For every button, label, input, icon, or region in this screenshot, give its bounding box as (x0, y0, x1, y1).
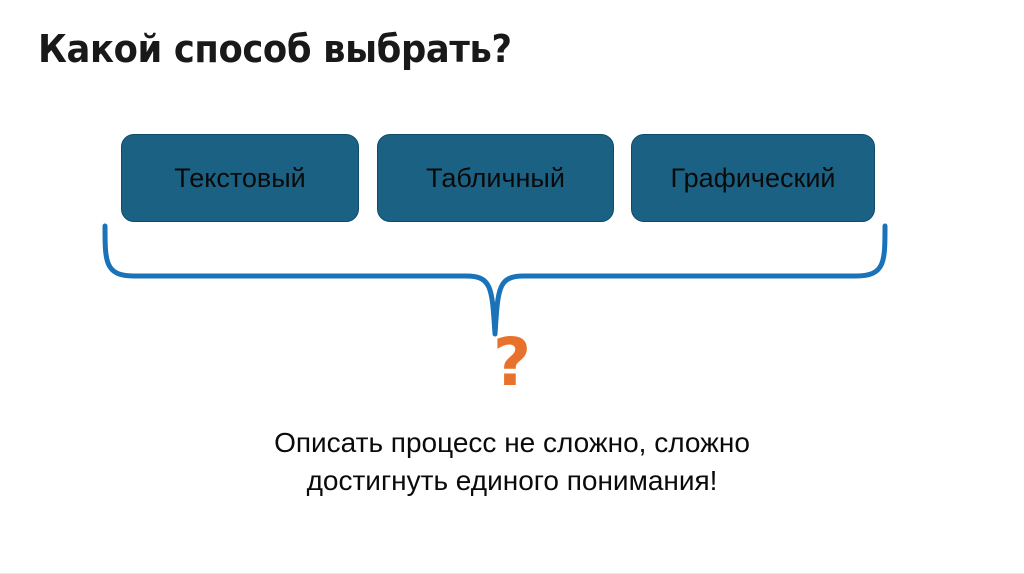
question-mark: ? (492, 324, 532, 401)
caption-line-2: достигнуть единого понимания! (306, 465, 718, 497)
options-row: Текстовый Табличный Графический (0, 134, 1024, 222)
page-title: Какой способ выбрать? (38, 27, 512, 71)
option-box-graficheskiy[interactable]: Графический (631, 134, 875, 222)
option-box-tablichnyy[interactable]: Табличный (377, 134, 614, 222)
option-box-textovyy[interactable]: Текстовый (121, 134, 359, 222)
caption-line-1: Описать процесс не сложно, сложно (274, 427, 750, 458)
option-label: Табличный (426, 162, 565, 193)
option-label: Графический (670, 162, 836, 193)
option-label: Текстовый (174, 162, 306, 193)
caption: Описать процесс не сложно, сложно достиг… (0, 424, 1024, 500)
curly-brace-down-icon (102, 223, 888, 337)
